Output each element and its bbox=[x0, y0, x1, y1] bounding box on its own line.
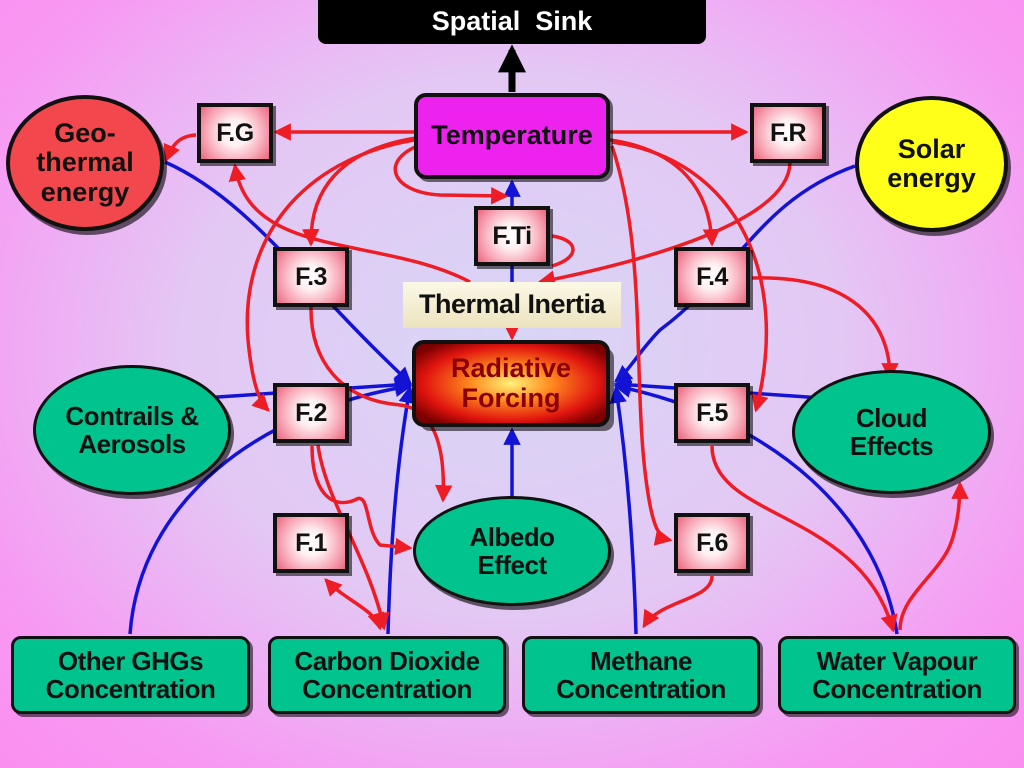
methane-concentration-label: Methane Concentration bbox=[556, 645, 726, 704]
geothermal-energy-label: Geo- thermal energy bbox=[36, 118, 134, 207]
contrails-aerosols-node: Contrails & Aerosols bbox=[33, 365, 231, 495]
factor-f4-box: F.4 bbox=[674, 247, 750, 307]
factor-f4-label: F.4 bbox=[696, 262, 728, 291]
factor-f3-box: F.3 bbox=[273, 247, 349, 307]
factor-fr-box: F.R bbox=[750, 103, 826, 163]
factor-fg-label: F.G bbox=[216, 118, 254, 147]
arrow-temp-to-f5 bbox=[611, 140, 769, 413]
arrow-watervapour-to-cloud bbox=[898, 481, 969, 631]
factor-f6-box: F.6 bbox=[674, 513, 750, 573]
factor-fti-box: F.Ti bbox=[474, 206, 550, 266]
arrow-f4-to-cloud bbox=[751, 276, 899, 381]
co2-concentration-label: Carbon Dioxide Concentration bbox=[294, 645, 480, 704]
spatial-sink-box: Spatial Sink bbox=[318, 0, 706, 44]
arrow-ti-to-fg bbox=[228, 163, 471, 284]
arrow-temp-to-f6 bbox=[610, 145, 673, 546]
arrow-temp-to-fti bbox=[393, 143, 509, 205]
cloud-effects-node: Cloud Effects bbox=[792, 370, 991, 494]
geothermal-energy-node: Geo- thermal energy bbox=[6, 95, 164, 231]
radiative-forcing-shape bbox=[412, 340, 610, 427]
cloud-effects-label: Cloud Effects bbox=[849, 402, 934, 461]
radiative-forcing-label: Radiative Forcing bbox=[450, 353, 572, 413]
factor-f2-label: F.2 bbox=[295, 398, 327, 427]
other-ghgs-concentration-box: Other GHGs Concentration bbox=[11, 636, 250, 714]
factor-fti-label: F.Ti bbox=[492, 221, 532, 250]
solar-energy-label: Solar energy bbox=[887, 133, 976, 193]
other-ghgs-concentration-label: Other GHGs Concentration bbox=[45, 645, 216, 704]
arrow-f2-to-albedo bbox=[310, 445, 413, 556]
factor-fr-label: F.R bbox=[770, 118, 807, 147]
albedo-effect-node: Albedo Effect bbox=[413, 496, 611, 606]
arrow-temp-to-f2 bbox=[245, 138, 415, 412]
albedo-effect-label: Albedo Effect bbox=[469, 521, 555, 580]
factor-f6-label: F.6 bbox=[696, 528, 728, 557]
contrails-aerosols-label: Contrails & Aerosols bbox=[65, 400, 199, 459]
arrow-f6-to-methane bbox=[642, 575, 714, 629]
arrow-fr-to-ti bbox=[537, 161, 792, 288]
factor-f5-box: F.5 bbox=[674, 383, 750, 443]
temperature-label: Temperature bbox=[431, 120, 593, 151]
water-vapour-concentration-label: Water Vapour Concentration bbox=[812, 645, 982, 704]
solar-energy-node: Solar energy bbox=[855, 96, 1008, 232]
temperature-box: Temperature bbox=[414, 93, 610, 179]
factor-f1-label: F.1 bbox=[295, 528, 327, 557]
arrow-f3-to-albedo bbox=[309, 305, 453, 503]
arrow-f5-to-watervapour bbox=[710, 445, 898, 633]
thermal-inertia-label: Thermal Inertia bbox=[418, 289, 606, 320]
arrow-methane-to-rf bbox=[609, 385, 638, 635]
arrow-otherghg-to-rf bbox=[128, 379, 413, 635]
factor-fg-box: F.G bbox=[197, 103, 273, 163]
arrow-co2-to-rf bbox=[386, 385, 416, 635]
factor-f2-box: F.2 bbox=[273, 383, 349, 443]
factor-f3-label: F.3 bbox=[295, 262, 327, 291]
spatial-sink-label: Spatial Sink bbox=[431, 6, 593, 37]
arrow-ti-loop bbox=[551, 234, 575, 268]
factor-f5-label: F.5 bbox=[696, 398, 728, 427]
co2-concentration-box: Carbon Dioxide Concentration bbox=[268, 636, 506, 714]
water-vapour-concentration-box: Water Vapour Concentration bbox=[778, 636, 1016, 714]
methane-concentration-box: Methane Concentration bbox=[522, 636, 760, 714]
thermal-inertia-box: Thermal Inertia bbox=[403, 282, 621, 328]
arrow-fg-to-geothermal bbox=[163, 133, 197, 163]
radiative-forcing-node: Radiative Forcing bbox=[414, 342, 608, 425]
factor-f1-box: F.1 bbox=[273, 513, 349, 573]
